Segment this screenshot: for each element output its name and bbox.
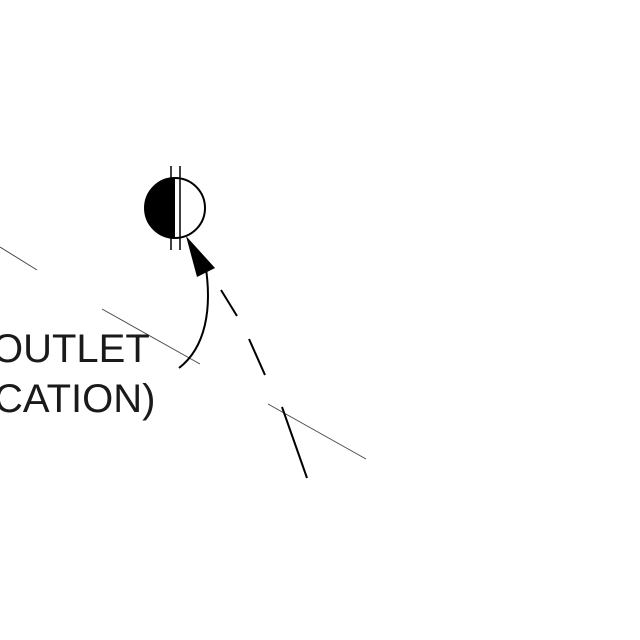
circuit-end-segment: [281, 406, 308, 479]
annotation-line-1: OUTLET: [0, 327, 150, 371]
reference-line-segment-1: [0, 246, 38, 271]
leader-arrow: [178, 236, 215, 369]
outlet-symbol-icon: [144, 166, 206, 250]
reference-line-segment-2: [101, 308, 201, 365]
annotation-line-2: CATION): [0, 377, 155, 421]
reference-line-segment-3: [267, 403, 367, 460]
circuit-dash-2: [248, 338, 266, 376]
arrowhead-icon: [186, 236, 215, 277]
circuit-line: [220, 289, 308, 479]
leader-curve: [178, 261, 209, 369]
circuit-dash-1: [220, 289, 238, 317]
outlet-filled-half: [145, 178, 175, 238]
